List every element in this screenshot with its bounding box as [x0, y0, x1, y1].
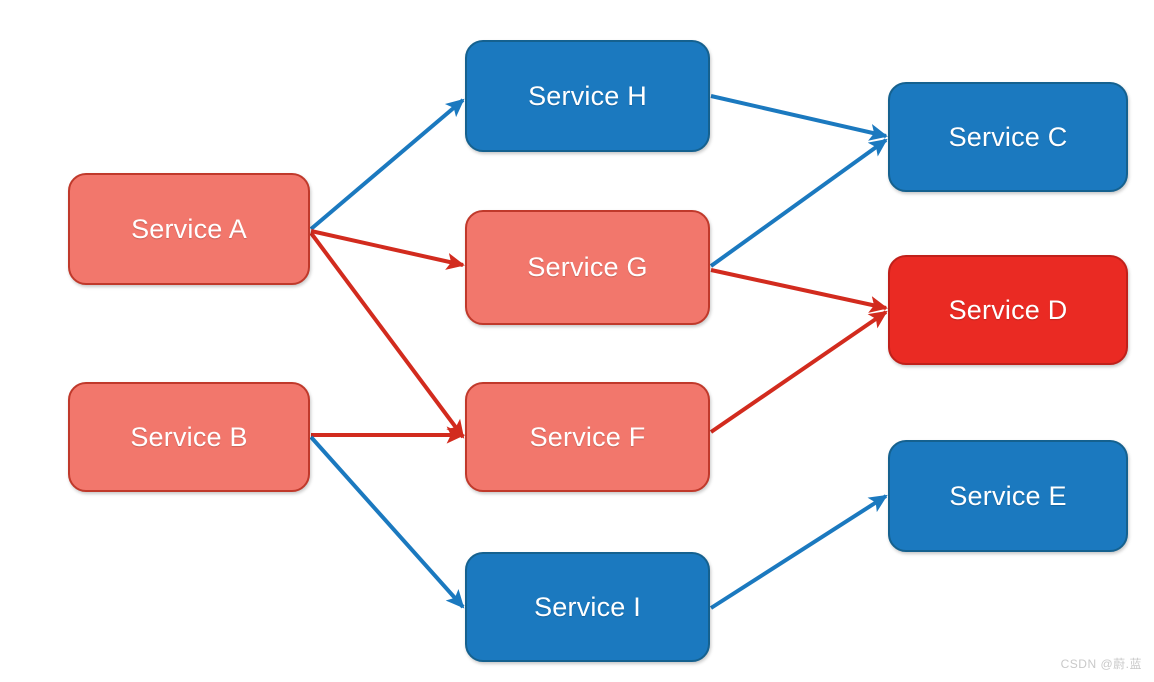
node-service-i[interactable]: Service I	[465, 552, 710, 662]
node-label-service-f: Service F	[529, 421, 646, 452]
node-label-service-h: Service H	[528, 80, 647, 111]
edge-a-to-g	[310, 229, 465, 270]
edge-g-to-d	[710, 268, 888, 313]
node-label-service-b: Service B	[130, 421, 248, 452]
node-service-a[interactable]: Service A	[68, 173, 310, 285]
node-service-h[interactable]: Service H	[465, 40, 710, 152]
node-label-service-e: Service E	[949, 480, 1067, 511]
node-label-service-d: Service D	[948, 294, 1068, 325]
edge-g-to-c	[709, 138, 888, 268]
node-service-g[interactable]: Service G	[465, 210, 710, 325]
node-service-c[interactable]: Service C	[888, 82, 1128, 192]
node-service-b[interactable]: Service B	[68, 382, 310, 492]
edge-a-to-f	[309, 231, 465, 439]
edge-i-to-e	[709, 494, 888, 610]
node-label-service-i: Service I	[534, 591, 641, 622]
edge-a-to-h	[309, 98, 465, 231]
node-label-service-g: Service G	[527, 252, 648, 282]
node-label-service-a: Service A	[131, 213, 247, 244]
node-service-d[interactable]: Service D	[888, 255, 1128, 365]
node-label-service-c: Service C	[948, 121, 1068, 152]
edge-b-to-i	[309, 435, 465, 609]
node-service-e[interactable]: Service E	[888, 440, 1128, 552]
watermark-text: CSDN @蔚.蓝	[1060, 657, 1142, 671]
edge-h-to-c	[710, 94, 888, 141]
edge-f-to-d	[709, 310, 888, 434]
node-service-f[interactable]: Service F	[465, 382, 710, 492]
